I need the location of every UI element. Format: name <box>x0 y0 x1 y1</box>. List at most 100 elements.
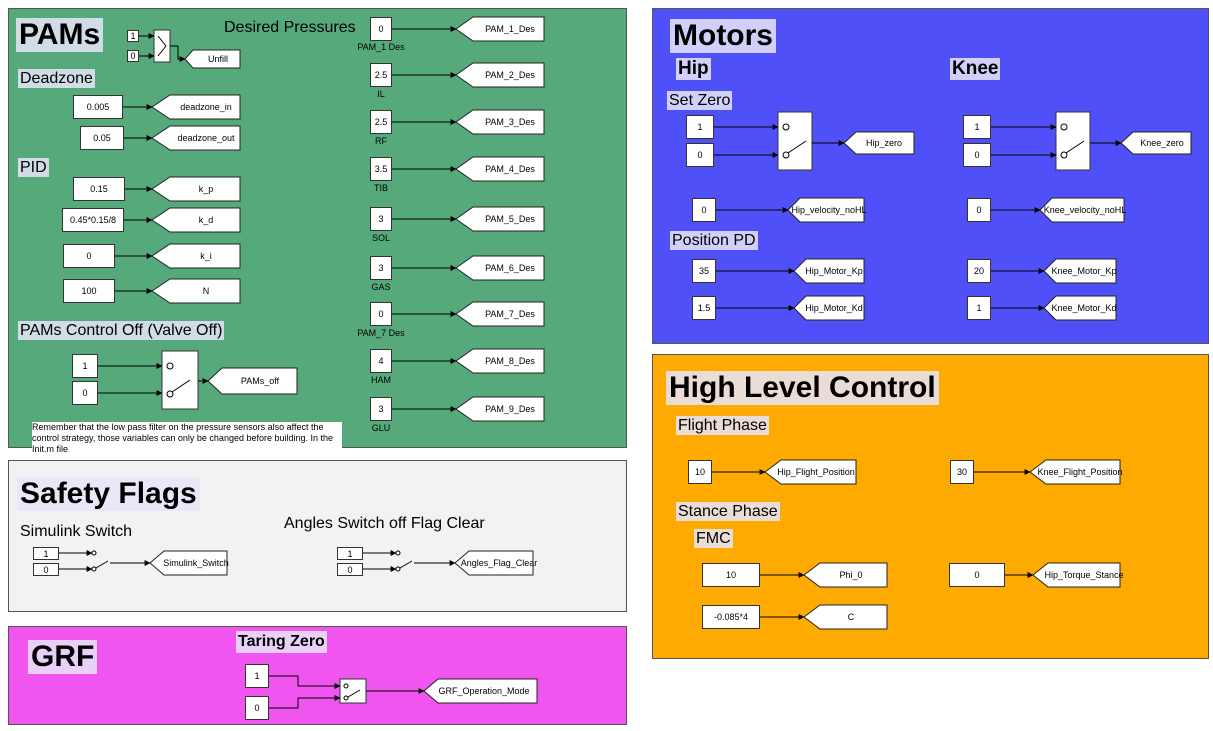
angles-const-b[interactable]: 0 <box>337 563 363 576</box>
phi-goto[interactable] <box>803 562 888 588</box>
pams-off-const-a[interactable]: 1 <box>72 354 98 378</box>
pid-label: PID <box>18 158 49 177</box>
knee-kd-goto[interactable] <box>1043 295 1117 321</box>
grf-goto[interactable] <box>423 678 538 704</box>
unfill-const-b[interactable]: 0 <box>127 50 139 62</box>
hip-torque-const[interactable]: 0 <box>949 563 1005 587</box>
set-zero-label: Set Zero <box>667 91 733 110</box>
init-note: Remember that the low pass filter on the… <box>32 422 342 455</box>
hip-flight-const[interactable]: 10 <box>688 460 712 484</box>
knee-velocity-goto[interactable] <box>1039 197 1125 223</box>
pressure-goto-label: PAM_7_Des <box>485 309 535 319</box>
knee-flight-goto-label: Knee_Flight_Position <box>1037 467 1122 477</box>
hip-zero-const-b[interactable]: 0 <box>686 143 714 167</box>
pams-off-switch[interactable] <box>161 350 199 410</box>
pressure-goto[interactable] <box>455 62 545 88</box>
grf-switch[interactable] <box>339 678 367 704</box>
knee-kd-const[interactable]: 1 <box>967 296 991 320</box>
pressure-name: SOL <box>371 233 390 243</box>
hip-kd-goto[interactable] <box>793 295 865 321</box>
knee-flight-goto[interactable] <box>1029 459 1121 485</box>
phi-const[interactable]: 10 <box>702 563 760 587</box>
kd-const[interactable]: 0.45*0.15/8 <box>62 208 124 232</box>
knee-kp-goto-label: Knee_Motor_Kp <box>1051 266 1116 276</box>
hip-kd-const[interactable]: 1.5 <box>692 296 716 320</box>
knee-velocity-goto-label: Knee_velocity_noHL <box>1044 205 1127 215</box>
pressure-const[interactable]: 0 <box>370 17 392 41</box>
fmc-label: FMC <box>694 529 733 548</box>
pams-off-goto-label: PAMs_off <box>241 376 280 386</box>
deadzone-out-const[interactable]: 0.05 <box>80 126 124 150</box>
hip-zero-goto[interactable] <box>843 131 915 155</box>
pressure-const[interactable]: 4 <box>370 349 392 373</box>
pressure-const[interactable]: 0 <box>370 302 392 326</box>
knee-flight-const[interactable]: 30 <box>950 460 974 484</box>
grf-const-a[interactable]: 1 <box>245 664 269 688</box>
angles-flag-goto-label: Angles_Flag_Clear <box>461 558 538 568</box>
deadzone-in-const[interactable]: 0.005 <box>73 95 123 119</box>
knee-zero-goto[interactable] <box>1120 131 1192 155</box>
simulink-const-b[interactable]: 0 <box>33 563 59 576</box>
grf-title: GRF <box>28 640 98 674</box>
simulink-switch-goto[interactable] <box>149 550 228 576</box>
pams-off-goto[interactable] <box>207 367 298 395</box>
knee-kp-const[interactable]: 20 <box>967 259 991 283</box>
hip-torque-goto[interactable] <box>1032 562 1121 588</box>
n-const[interactable]: 100 <box>63 279 115 303</box>
deadzone-in-goto[interactable] <box>151 94 241 120</box>
pressure-const[interactable]: 2.5 <box>370 110 392 134</box>
pressure-goto[interactable] <box>455 156 545 182</box>
pressure-goto[interactable] <box>455 348 545 374</box>
hip-velocity-goto[interactable] <box>787 197 865 223</box>
pressure-goto-label: PAM_5_Des <box>485 214 535 224</box>
ki-const[interactable]: 0 <box>63 244 115 268</box>
hip-kd-goto-label: Hip_Motor_Kd <box>805 303 863 313</box>
knee-zero-switch[interactable] <box>1055 111 1091 171</box>
hip-kp-const[interactable]: 35 <box>692 259 716 283</box>
pressure-goto[interactable] <box>455 255 545 281</box>
c-goto[interactable] <box>803 604 888 630</box>
pressure-const[interactable]: 3 <box>370 256 392 280</box>
kd-goto[interactable] <box>151 207 241 233</box>
pressure-goto[interactable] <box>455 16 545 42</box>
pressure-const[interactable]: 3 <box>370 207 392 231</box>
deadzone-in-goto-label: deadzone_in <box>180 102 232 112</box>
hip-flight-goto[interactable] <box>764 459 857 485</box>
simulink-switch-label: Simulink Switch <box>20 523 133 540</box>
hip-zero-const-a[interactable]: 1 <box>686 115 714 139</box>
pressure-goto[interactable] <box>455 396 545 422</box>
pressure-name: HAM <box>371 375 391 385</box>
pressure-const[interactable]: 3.5 <box>370 157 392 181</box>
c-const[interactable]: -0.085*4 <box>702 605 760 629</box>
knee-velocity-const[interactable]: 0 <box>967 198 991 222</box>
kp-goto-label: k_p <box>199 184 214 194</box>
deadzone-out-goto[interactable] <box>151 125 241 151</box>
pressure-goto[interactable] <box>455 206 545 232</box>
n-goto[interactable] <box>151 278 241 304</box>
pams-off-const-b[interactable]: 0 <box>72 381 98 405</box>
hip-kp-goto[interactable] <box>793 258 865 284</box>
unfill-goto[interactable] <box>184 49 241 69</box>
pressure-goto-label: PAM_4_Des <box>485 164 535 174</box>
knee-zero-const-b[interactable]: 0 <box>963 143 991 167</box>
kp-const[interactable]: 0.15 <box>73 177 125 201</box>
pressure-const[interactable]: 2.5 <box>370 63 392 87</box>
unfill-const-a[interactable]: 1 <box>127 30 139 42</box>
hip-velocity-const[interactable]: 0 <box>692 198 716 222</box>
angles-flag-goto[interactable] <box>454 550 534 576</box>
knee-zero-const-a[interactable]: 1 <box>963 115 991 139</box>
angles-const-a[interactable]: 1 <box>337 547 363 560</box>
desired-pressures-label: Desired Pressures <box>224 19 356 36</box>
grf-const-b[interactable]: 0 <box>245 696 269 720</box>
simulink-const-a[interactable]: 1 <box>33 547 59 560</box>
pressure-goto-label: PAM_9_Des <box>485 404 535 414</box>
unfill-switch[interactable] <box>153 29 171 63</box>
kp-goto[interactable] <box>151 176 241 202</box>
ki-goto[interactable] <box>151 243 241 269</box>
knee-kp-goto[interactable] <box>1043 258 1117 284</box>
pressure-const[interactable]: 3 <box>370 397 392 421</box>
pressure-goto[interactable] <box>455 109 545 135</box>
phi-goto-label: Phi_0 <box>839 570 862 580</box>
pressure-goto[interactable] <box>455 301 545 327</box>
hip-zero-switch[interactable] <box>777 111 813 171</box>
